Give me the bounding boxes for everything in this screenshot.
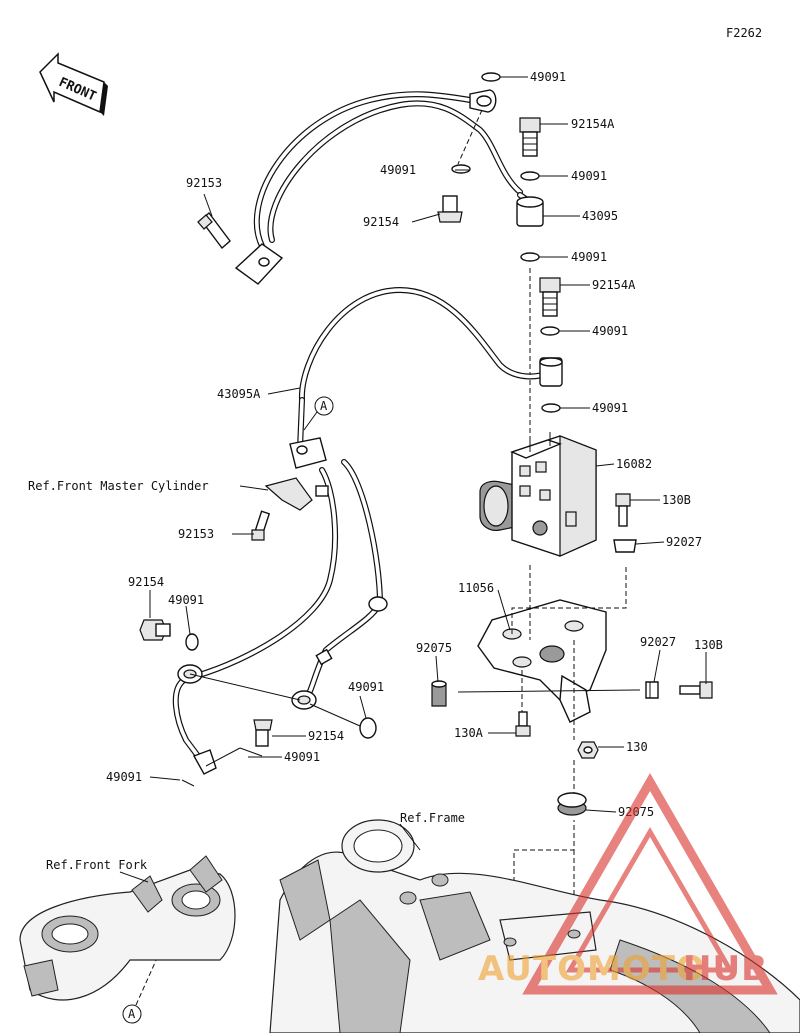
label-49091-d: 49091: [571, 250, 607, 264]
watermark-text-automoto: AUTOMOTO: [478, 949, 706, 989]
label-43095: 43095: [582, 209, 618, 223]
washer-49091-top: [481, 72, 501, 82]
label-92154-b: 92154: [128, 575, 164, 589]
diagram-code: F2262: [726, 26, 762, 40]
alignment-line-bracket: [511, 566, 627, 634]
grommet-92075-left: [431, 680, 447, 707]
hose-union-43095: [516, 196, 544, 227]
banjo-bolt-92154-center: [253, 719, 273, 747]
label-49091-i: 49091: [284, 750, 320, 764]
nut-130: [577, 741, 599, 759]
label-49091-j: 49091: [106, 770, 142, 784]
label-49091-g: 49091: [168, 593, 204, 607]
washer-49091-left: [451, 164, 471, 174]
abs-bracket-11056: [477, 599, 607, 723]
collar-92027-upper: [613, 539, 637, 553]
label-130A: 130A: [454, 726, 484, 740]
label-92154-a: 92154: [363, 215, 399, 229]
alignment-line-washer: [309, 703, 361, 727]
label-130B-a: 130B: [662, 493, 691, 507]
front-fork-triple-clamp: [19, 855, 236, 1001]
abs-hydraulic-unit-16082: [479, 432, 597, 557]
hose-fitting-a: [315, 485, 329, 497]
ref-front-master-cylinder: Ref.Front Master Cylinder: [28, 479, 209, 493]
hose-banjo-fitting-top: [469, 89, 497, 113]
banjo-bolt-92154-left: [139, 619, 171, 641]
bolt-92154-upper: [437, 195, 463, 223]
lower-brake-hoses: [172, 459, 383, 767]
bolt-130B-upper: [615, 493, 631, 527]
label-49091-a: 49091: [530, 70, 566, 84]
label-49091-c: 49091: [571, 169, 607, 183]
washer-49091-small-a: [239, 747, 263, 757]
label-16082: 16082: [616, 457, 652, 471]
label-130: 130: [626, 740, 648, 754]
callout-A-upper: A: [303, 396, 334, 431]
label-92154-c: 92154: [308, 729, 344, 743]
callout-A-upper-text: A: [320, 399, 328, 413]
bolt-130B-right: [679, 681, 713, 699]
washer-49091-abs-top: [540, 326, 560, 336]
label-92154A-a: 92154A: [571, 117, 615, 131]
hose-banjo-center: [291, 690, 317, 710]
label-92153-b: 92153: [178, 527, 214, 541]
ref-frame: Ref.Frame: [400, 811, 465, 825]
label-92027-a: 92027: [666, 535, 702, 549]
washer-49091-left-low: [185, 633, 199, 651]
watermark-text-hub: HUB: [683, 949, 768, 989]
bolt-92153-top: [197, 211, 231, 250]
hose-fitting-b: [368, 596, 388, 612]
frame-structure: [269, 819, 800, 1033]
washer-49091-abs-bottom: [541, 403, 561, 413]
leader-lines: [119, 76, 707, 883]
hose-fitting-c: [315, 648, 333, 666]
label-49091-f: 49091: [592, 401, 628, 415]
alignment-line-grommet: [457, 689, 641, 693]
collar-92027-right: [645, 681, 659, 699]
hose-clamp-master: [264, 477, 313, 511]
alignment-line-banjo: [189, 673, 301, 701]
label-49091-e: 49091: [592, 324, 628, 338]
washer-49091-lower: [520, 252, 540, 262]
hose-banjo-abs: [539, 357, 563, 387]
label-49091-b: 49091: [380, 163, 416, 177]
watermark-logo: AUTOMOTO HUB: [478, 772, 778, 995]
bolt-92153-lower: [251, 510, 271, 541]
hose-end-fitting-lower: [192, 749, 217, 775]
label-11056: 11056: [458, 581, 494, 595]
label-92027-b: 92027: [640, 635, 676, 649]
alignment-line-top: [457, 109, 483, 165]
bolt-130A: [515, 711, 531, 737]
washer-49091-center: [359, 717, 377, 739]
hose-clamp-left: [234, 243, 284, 285]
brake-hose-43095A: [297, 287, 553, 451]
grommet-92075-lower: [557, 792, 587, 816]
washer-49091-small-b: [181, 779, 195, 787]
label-130B-b: 130B: [694, 638, 723, 652]
upper-brake-hose: [253, 91, 539, 249]
alignment-line-lower: [205, 747, 241, 767]
label-43095A: 43095A: [217, 387, 261, 401]
washer-49091-mid: [520, 171, 540, 181]
ref-front-fork: Ref.Front Fork: [46, 858, 148, 872]
banjo-bolt-92154A-lower: [539, 277, 561, 317]
banjo-bolt-92154A-top: [519, 117, 541, 157]
label-92154A-b: 92154A: [592, 278, 636, 292]
label-92075-a: 92075: [416, 641, 452, 655]
three-way-joint: [289, 437, 327, 469]
callout-A-lower-text: A: [128, 1007, 136, 1021]
front-direction-arrow: FRONT: [39, 52, 108, 116]
label-49091-h: 49091: [348, 680, 384, 694]
label-92153-a: 92153: [186, 176, 222, 190]
